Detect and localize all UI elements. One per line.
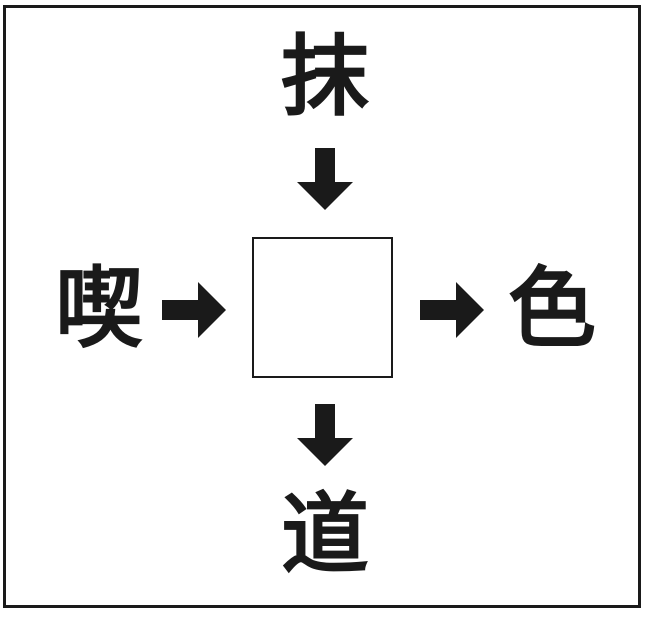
bottom-kanji: 道 <box>280 482 369 586</box>
arrow-right-icon <box>162 282 226 338</box>
right-kanji: 色 <box>507 256 596 360</box>
arrow-down-icon <box>297 148 353 210</box>
answer-box[interactable] <box>252 237 393 378</box>
top-kanji: 抹 <box>280 24 369 128</box>
arrow-right-icon <box>420 282 484 338</box>
left-kanji: 喫 <box>54 256 143 360</box>
arrow-down-icon <box>297 404 353 466</box>
